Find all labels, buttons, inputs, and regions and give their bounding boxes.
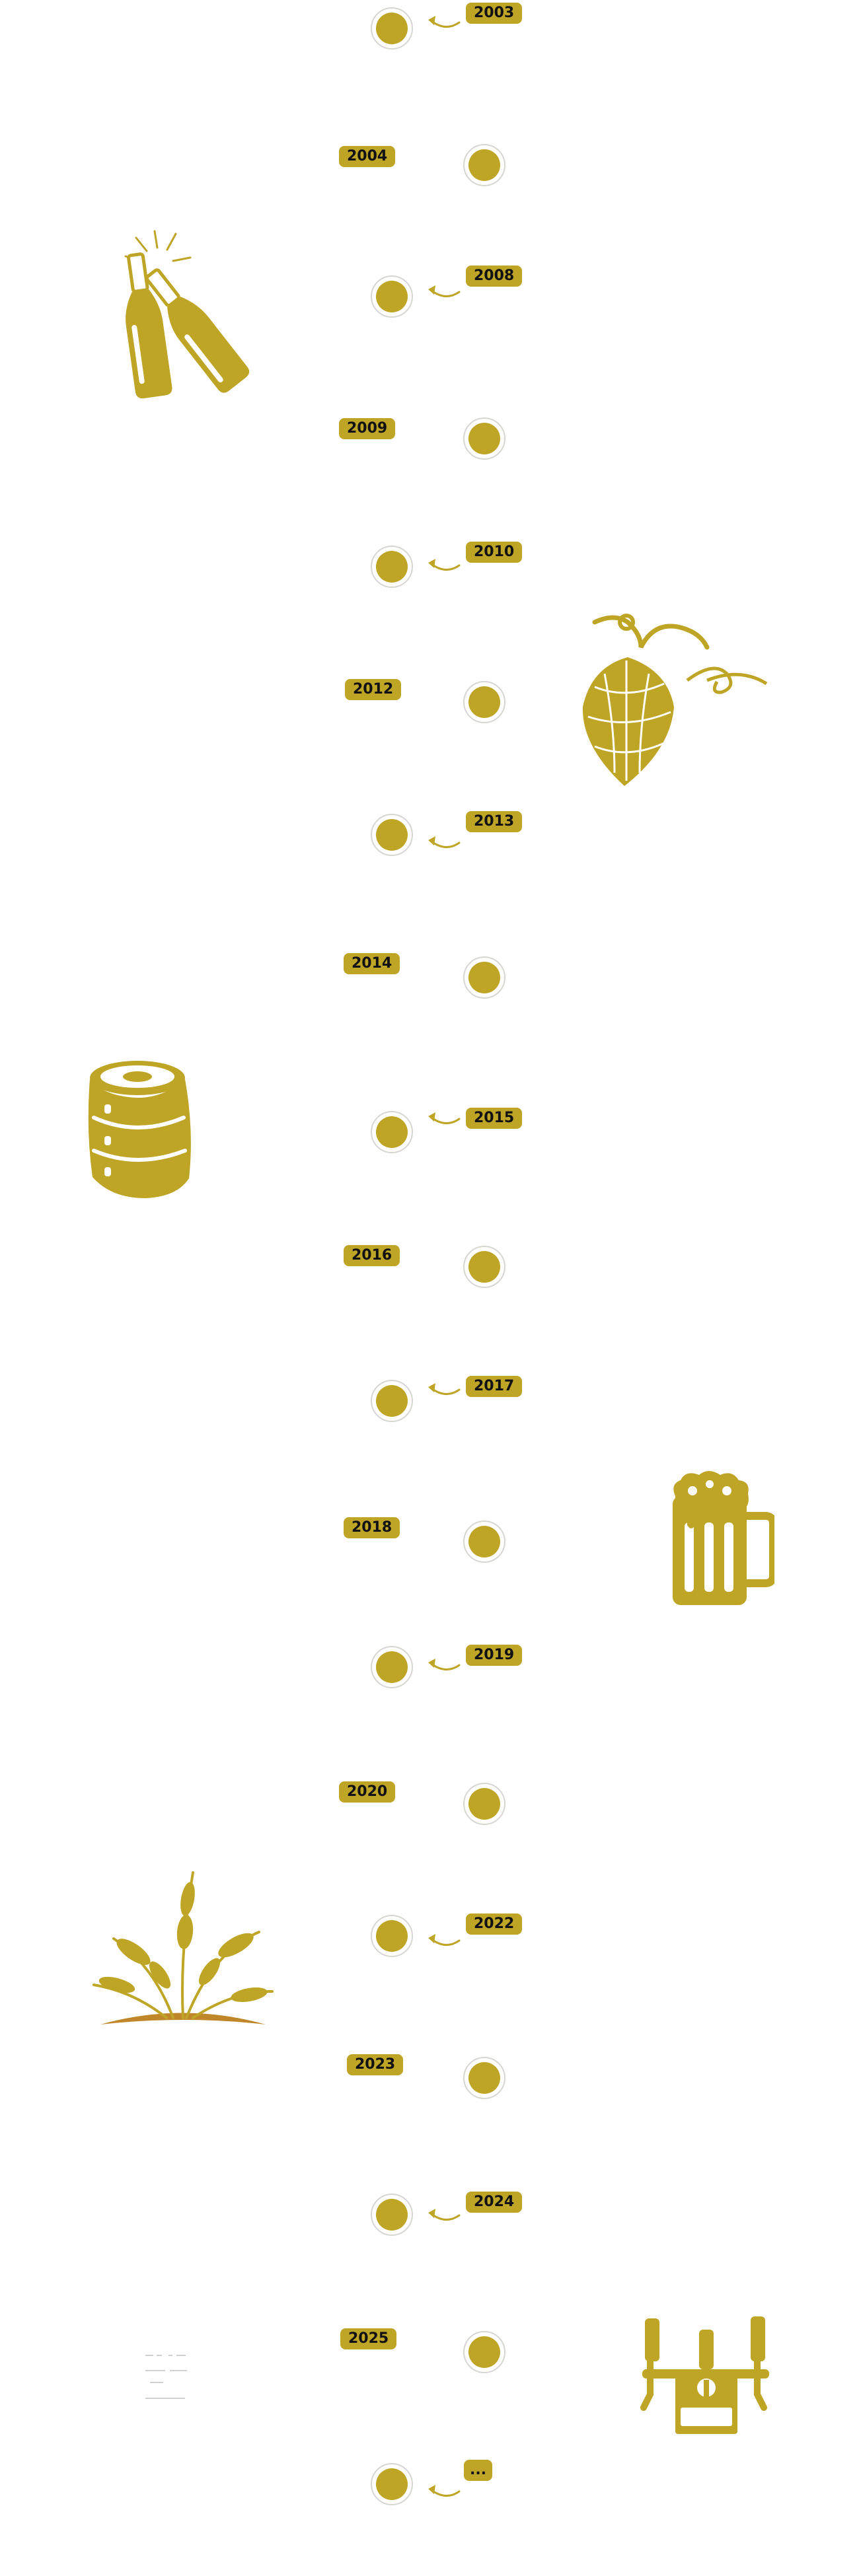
timeline-node-2015[interactable]	[371, 1111, 413, 1153]
year-badge-2025[interactable]: 2025	[340, 2328, 397, 2349]
curved-arrow-icon	[428, 2485, 461, 2497]
timeline-node-2022[interactable]	[371, 1915, 413, 1957]
curved-arrow-icon	[428, 559, 461, 571]
year-badge-2015[interactable]: 2015	[466, 1108, 523, 1129]
timeline-node-2019[interactable]	[371, 1646, 413, 1688]
curved-arrow-icon	[428, 1112, 461, 1124]
beer-bottles-toast-icon	[124, 230, 250, 399]
timeline-node-2010[interactable]	[371, 546, 413, 588]
wheat-icon	[93, 1871, 274, 2024]
year-badge-2019[interactable]: 2019	[466, 1645, 523, 1666]
timeline-node-2016[interactable]	[463, 1246, 505, 1288]
beer-mug-icon	[673, 1471, 774, 1605]
curved-arrow-icon	[428, 1383, 461, 1395]
year-badge-2017[interactable]: 2017	[466, 1376, 523, 1397]
year-badge-2016[interactable]: 2016	[344, 1245, 400, 1266]
timeline-node-more[interactable]	[371, 2463, 413, 2505]
beer-tap-icon	[640, 2316, 769, 2434]
curved-arrow-icon	[428, 1934, 461, 1946]
timeline-node-2013[interactable]	[371, 814, 413, 856]
curved-arrow-icon	[428, 285, 461, 297]
year-badge-2009[interactable]: 2009	[339, 418, 396, 439]
timeline-node-2003[interactable]	[371, 7, 413, 50]
curved-arrow-icon	[428, 1659, 461, 1670]
timeline-node-2018[interactable]	[463, 1521, 505, 1563]
timeline-node-2012[interactable]	[463, 681, 505, 723]
year-badge-2020[interactable]: 2020	[339, 1781, 396, 1803]
year-badge-more[interactable]: ...	[464, 2460, 493, 2481]
timeline-node-2023[interactable]	[463, 2057, 505, 2099]
timeline-node-2024[interactable]	[371, 2194, 413, 2236]
year-badge-2012[interactable]: 2012	[345, 679, 402, 700]
hop-cone-icon	[582, 614, 768, 786]
timeline-node-2008[interactable]	[371, 275, 413, 318]
curved-arrow-icon	[428, 836, 461, 848]
timeline-node-2017[interactable]	[371, 1380, 413, 1422]
year-badge-2008[interactable]: 2008	[466, 266, 523, 287]
year-badge-2013[interactable]: 2013	[466, 811, 523, 832]
year-badge-2024[interactable]: 2024	[466, 2192, 523, 2213]
timeline-node-2009[interactable]	[463, 417, 505, 460]
timeline-node-2004[interactable]	[463, 144, 505, 186]
year-badge-2014[interactable]: 2014	[344, 953, 400, 974]
year-badge-2004[interactable]: 2004	[339, 146, 396, 167]
beer-keg-icon	[88, 1061, 191, 1198]
curved-arrow-icon	[428, 2209, 461, 2221]
year-badge-2010[interactable]: 2010	[466, 542, 523, 563]
year-badge-2003[interactable]: 2003	[466, 3, 523, 24]
faint-image-placeholder	[145, 2355, 187, 2399]
year-badge-2022[interactable]: 2022	[466, 1914, 523, 1935]
year-badge-2023[interactable]: 2023	[347, 2054, 404, 2075]
year-badge-2018[interactable]: 2018	[344, 1517, 400, 1538]
timeline-node-2014[interactable]	[463, 956, 505, 999]
timeline-node-2025[interactable]	[463, 2331, 505, 2373]
curved-arrow-icon	[428, 16, 461, 28]
timeline-node-2020[interactable]	[463, 1783, 505, 1825]
